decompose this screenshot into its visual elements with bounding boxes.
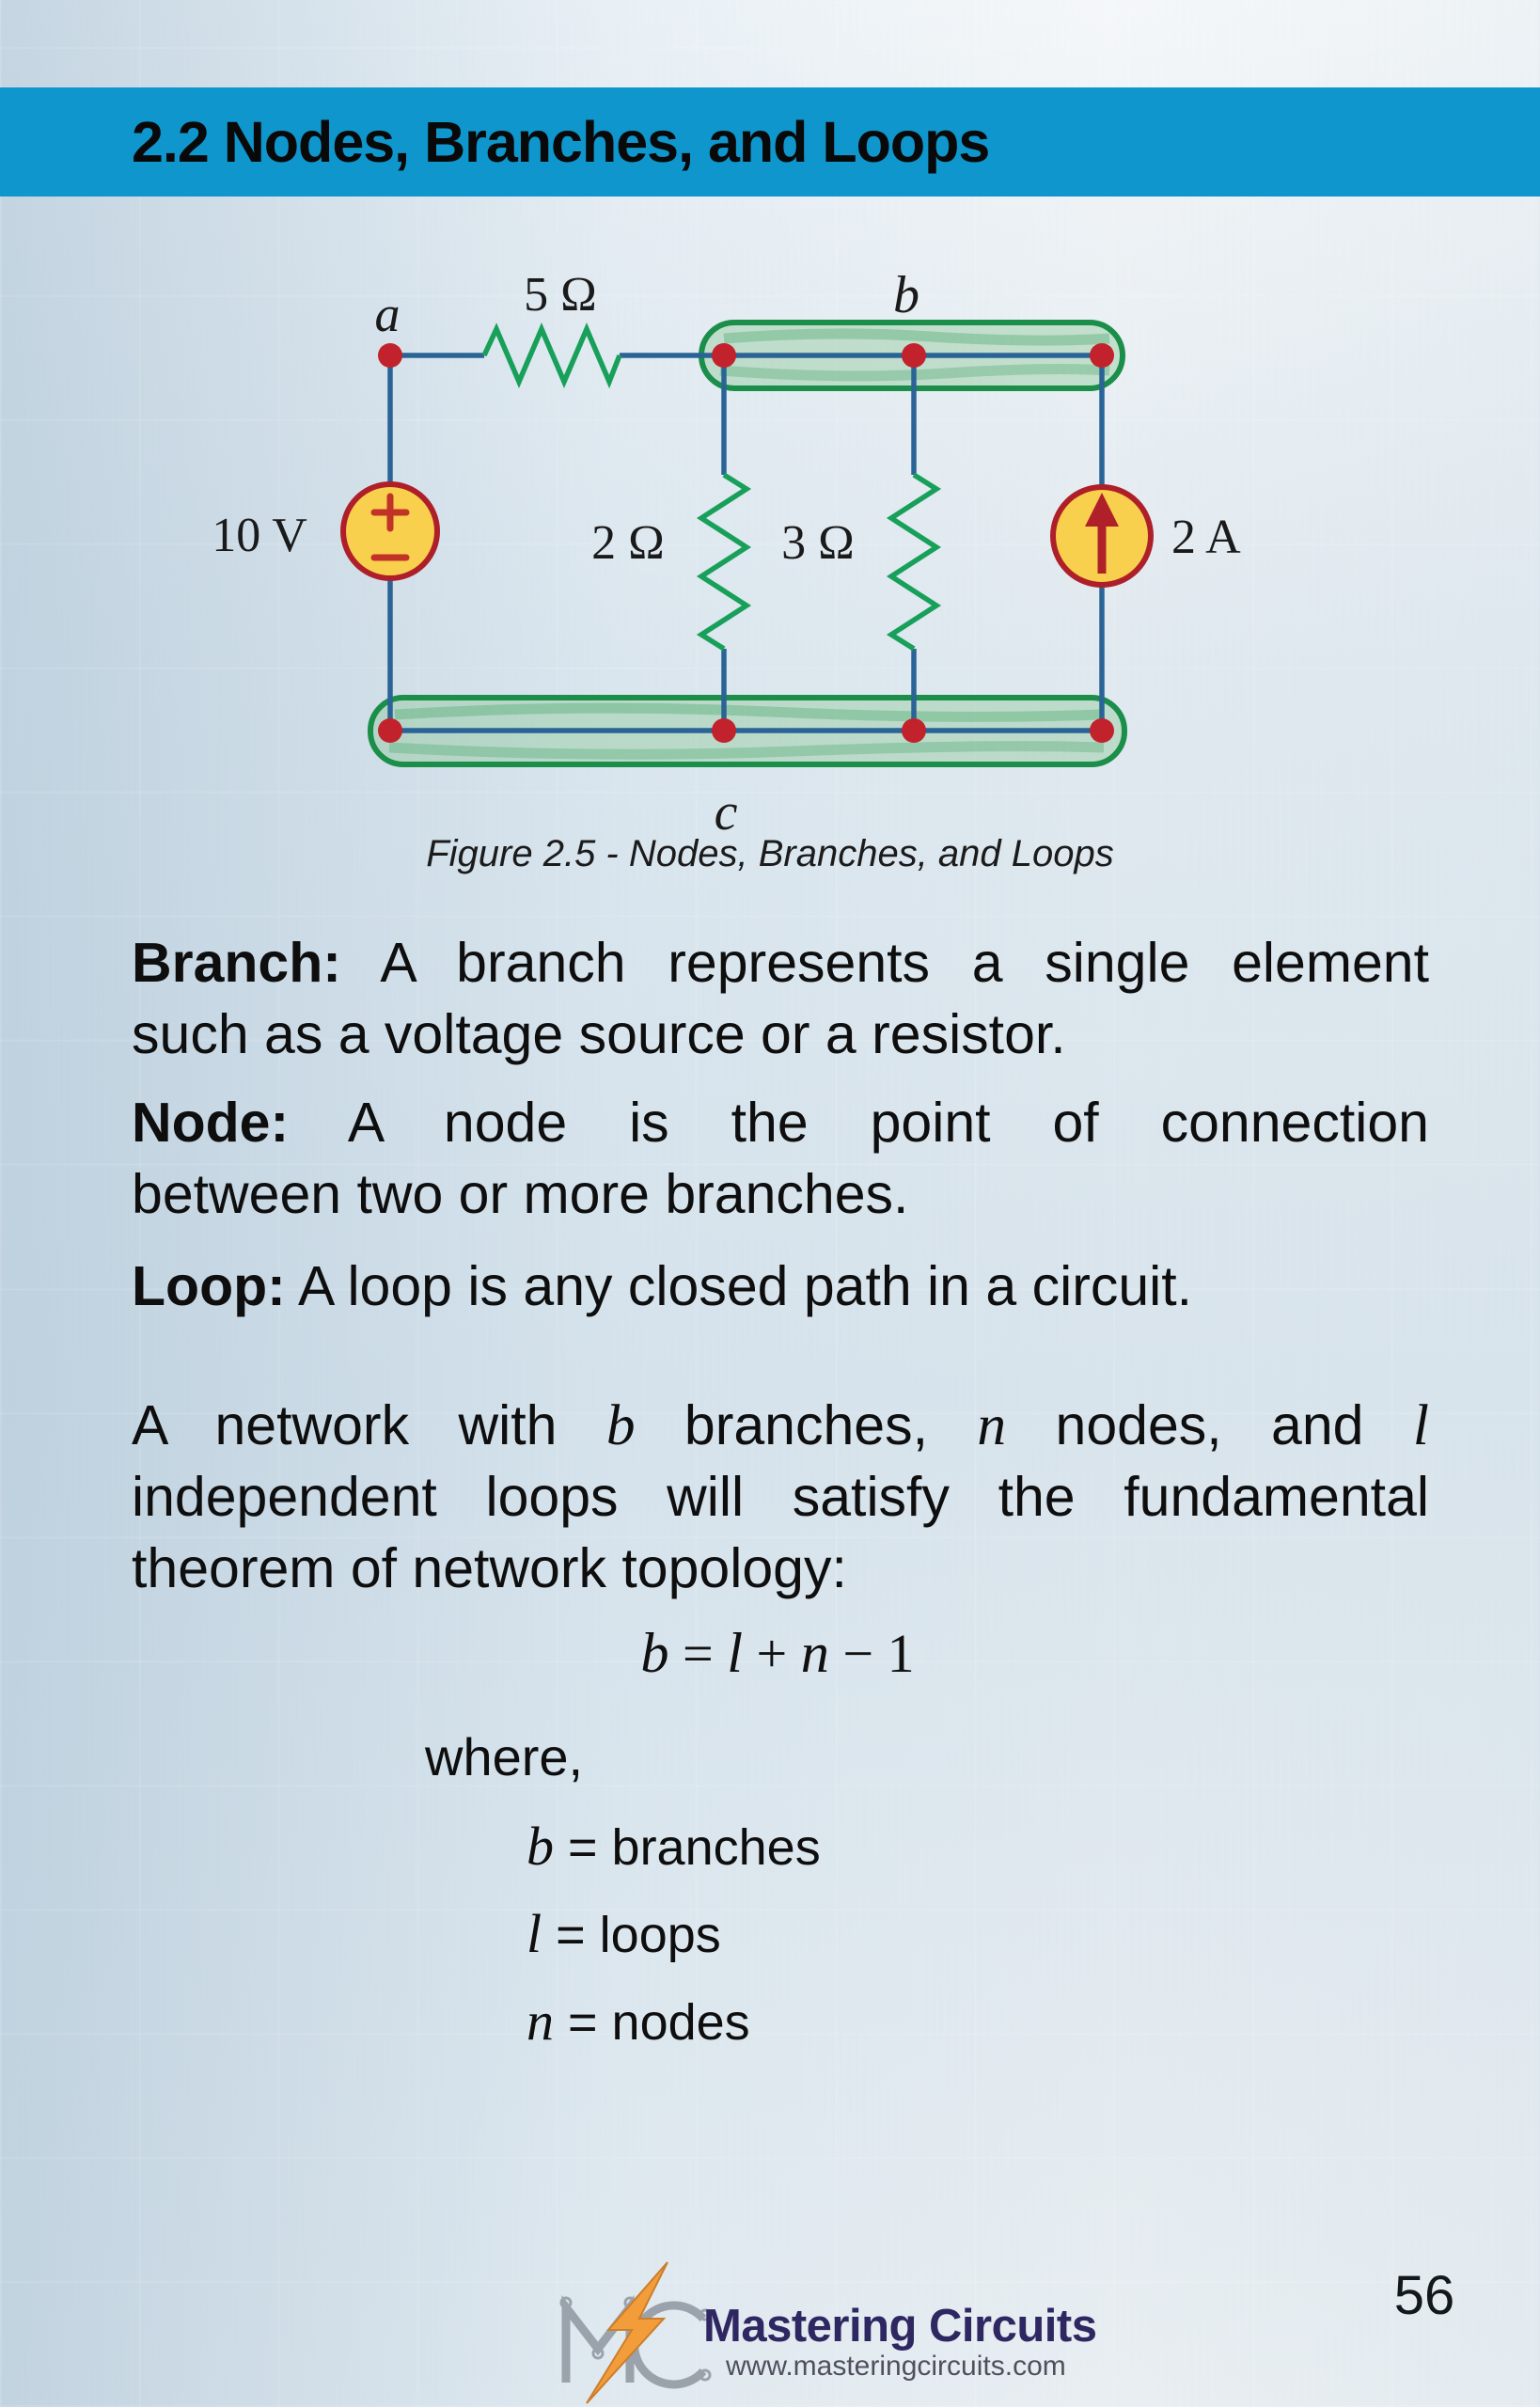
symbol-def-loops: l = loops (526, 1891, 821, 1978)
current-source (1050, 484, 1154, 588)
lightning-bolt-icon (586, 2261, 668, 2404)
voltage-source (340, 481, 440, 581)
resistor-3ohm (886, 472, 942, 652)
math-var-b: b (640, 1622, 669, 1685)
symbol-definitions: b = branches l = loops n = nodes (526, 1803, 821, 2066)
node-b-label: b (893, 266, 919, 324)
def-word: nodes (611, 1994, 750, 2051)
up-arrow-icon (1085, 493, 1119, 574)
def-word: branches (611, 1819, 821, 1876)
symbol-def-branches: b = branches (526, 1803, 821, 1891)
resistor-5ohm-label: 5 Ω (524, 268, 597, 322)
figure-caption: Figure 2.5 - Nodes, Branches, and Loops (426, 833, 1114, 874)
connection-dots (378, 343, 1114, 743)
term-node: Node: (132, 1092, 290, 1154)
voltage-source-label: 10 V (212, 509, 307, 562)
plus-minus-icon (370, 493, 410, 561)
brand-name: Mastering Circuits (703, 2301, 1097, 2352)
math-operator: + (743, 1623, 801, 1684)
equals-sign: = (542, 1907, 600, 1963)
equals-sign: = (554, 1819, 612, 1876)
term-branch: Branch: (132, 932, 341, 994)
def-word: loops (599, 1907, 721, 1963)
text-line: independent loops will satisfy the funda… (132, 1466, 1429, 1528)
definition-branch: Branch: A branch represents a single ele… (132, 927, 1429, 1070)
math-var-l: l (1412, 1393, 1429, 1457)
math-var-n: n (977, 1393, 1007, 1457)
text-segment: branches, (684, 1394, 929, 1456)
symbol-def-nodes: n = nodes (526, 1978, 821, 2066)
math-var-b: b (526, 1816, 554, 1877)
text-segment: A branch represents a single element (380, 932, 1430, 994)
math-var-l: l (727, 1622, 744, 1685)
resistor-5ohm (481, 323, 622, 389)
text-line: such as a voltage source or a resistor. (132, 1003, 1066, 1065)
text-segment: A node is the point of connection (347, 1092, 1429, 1154)
text-line: between two or more branches. (132, 1163, 909, 1225)
where-label: where, (425, 1727, 584, 1786)
text-line: Branch: A branch represents a single ele… (132, 927, 1429, 999)
topology-formula: b = l + n − 1 (0, 1621, 1540, 1687)
math-constant: 1 (887, 1623, 915, 1684)
brand-url: www.masteringcircuits.com (726, 2351, 1066, 2382)
wires (387, 353, 1105, 733)
text-line: Node: A node is the point of connection (132, 1087, 1429, 1158)
resistor-3ohm-label: 3 Ω (781, 516, 855, 570)
text-segment: A loop is any closed path in a circuit. (297, 1255, 1193, 1317)
section-title: 2.2 Nodes, Branches, and Loops (132, 110, 990, 174)
resistor-2ohm (696, 472, 752, 652)
text-segment: A network with (132, 1394, 558, 1456)
node-a-label: a (375, 286, 401, 342)
circuit-figure: a 5 Ω b 10 V 2 Ω 3 Ω 2 A c (212, 266, 1241, 842)
math-var-b: b (605, 1393, 636, 1457)
section-header-banner: 2.2 Nodes, Branches, and Loops (0, 87, 1540, 197)
resistor-2ohm-label: 2 Ω (591, 516, 665, 570)
text-line: theorem of network topology: (132, 1537, 847, 1599)
math-var-n: n (800, 1622, 829, 1685)
math-var-n: n (526, 1990, 554, 2052)
brand-logo (559, 2261, 712, 2404)
node-c-label: c (715, 783, 738, 842)
current-source-label: 2 A (1171, 511, 1241, 564)
text-segment: nodes, and (1055, 1394, 1364, 1456)
page-number: 56 (1393, 2265, 1455, 2326)
text-line: A network with b branches, n nodes, and … (132, 1390, 1429, 1461)
term-loop: Loop: (132, 1255, 286, 1317)
definition-loop: Loop: A loop is any closed path in a cir… (132, 1251, 1429, 1322)
math-operator: = (668, 1623, 728, 1684)
text-line: Loop: A loop is any closed path in a cir… (132, 1251, 1429, 1322)
definition-node: Node: A node is the point of connection … (132, 1087, 1429, 1230)
math-var-l: l (526, 1903, 542, 1964)
equals-sign: = (554, 1994, 612, 2051)
theorem-paragraph: A network with b branches, n nodes, and … (132, 1390, 1429, 1604)
math-operator: − (828, 1623, 888, 1684)
